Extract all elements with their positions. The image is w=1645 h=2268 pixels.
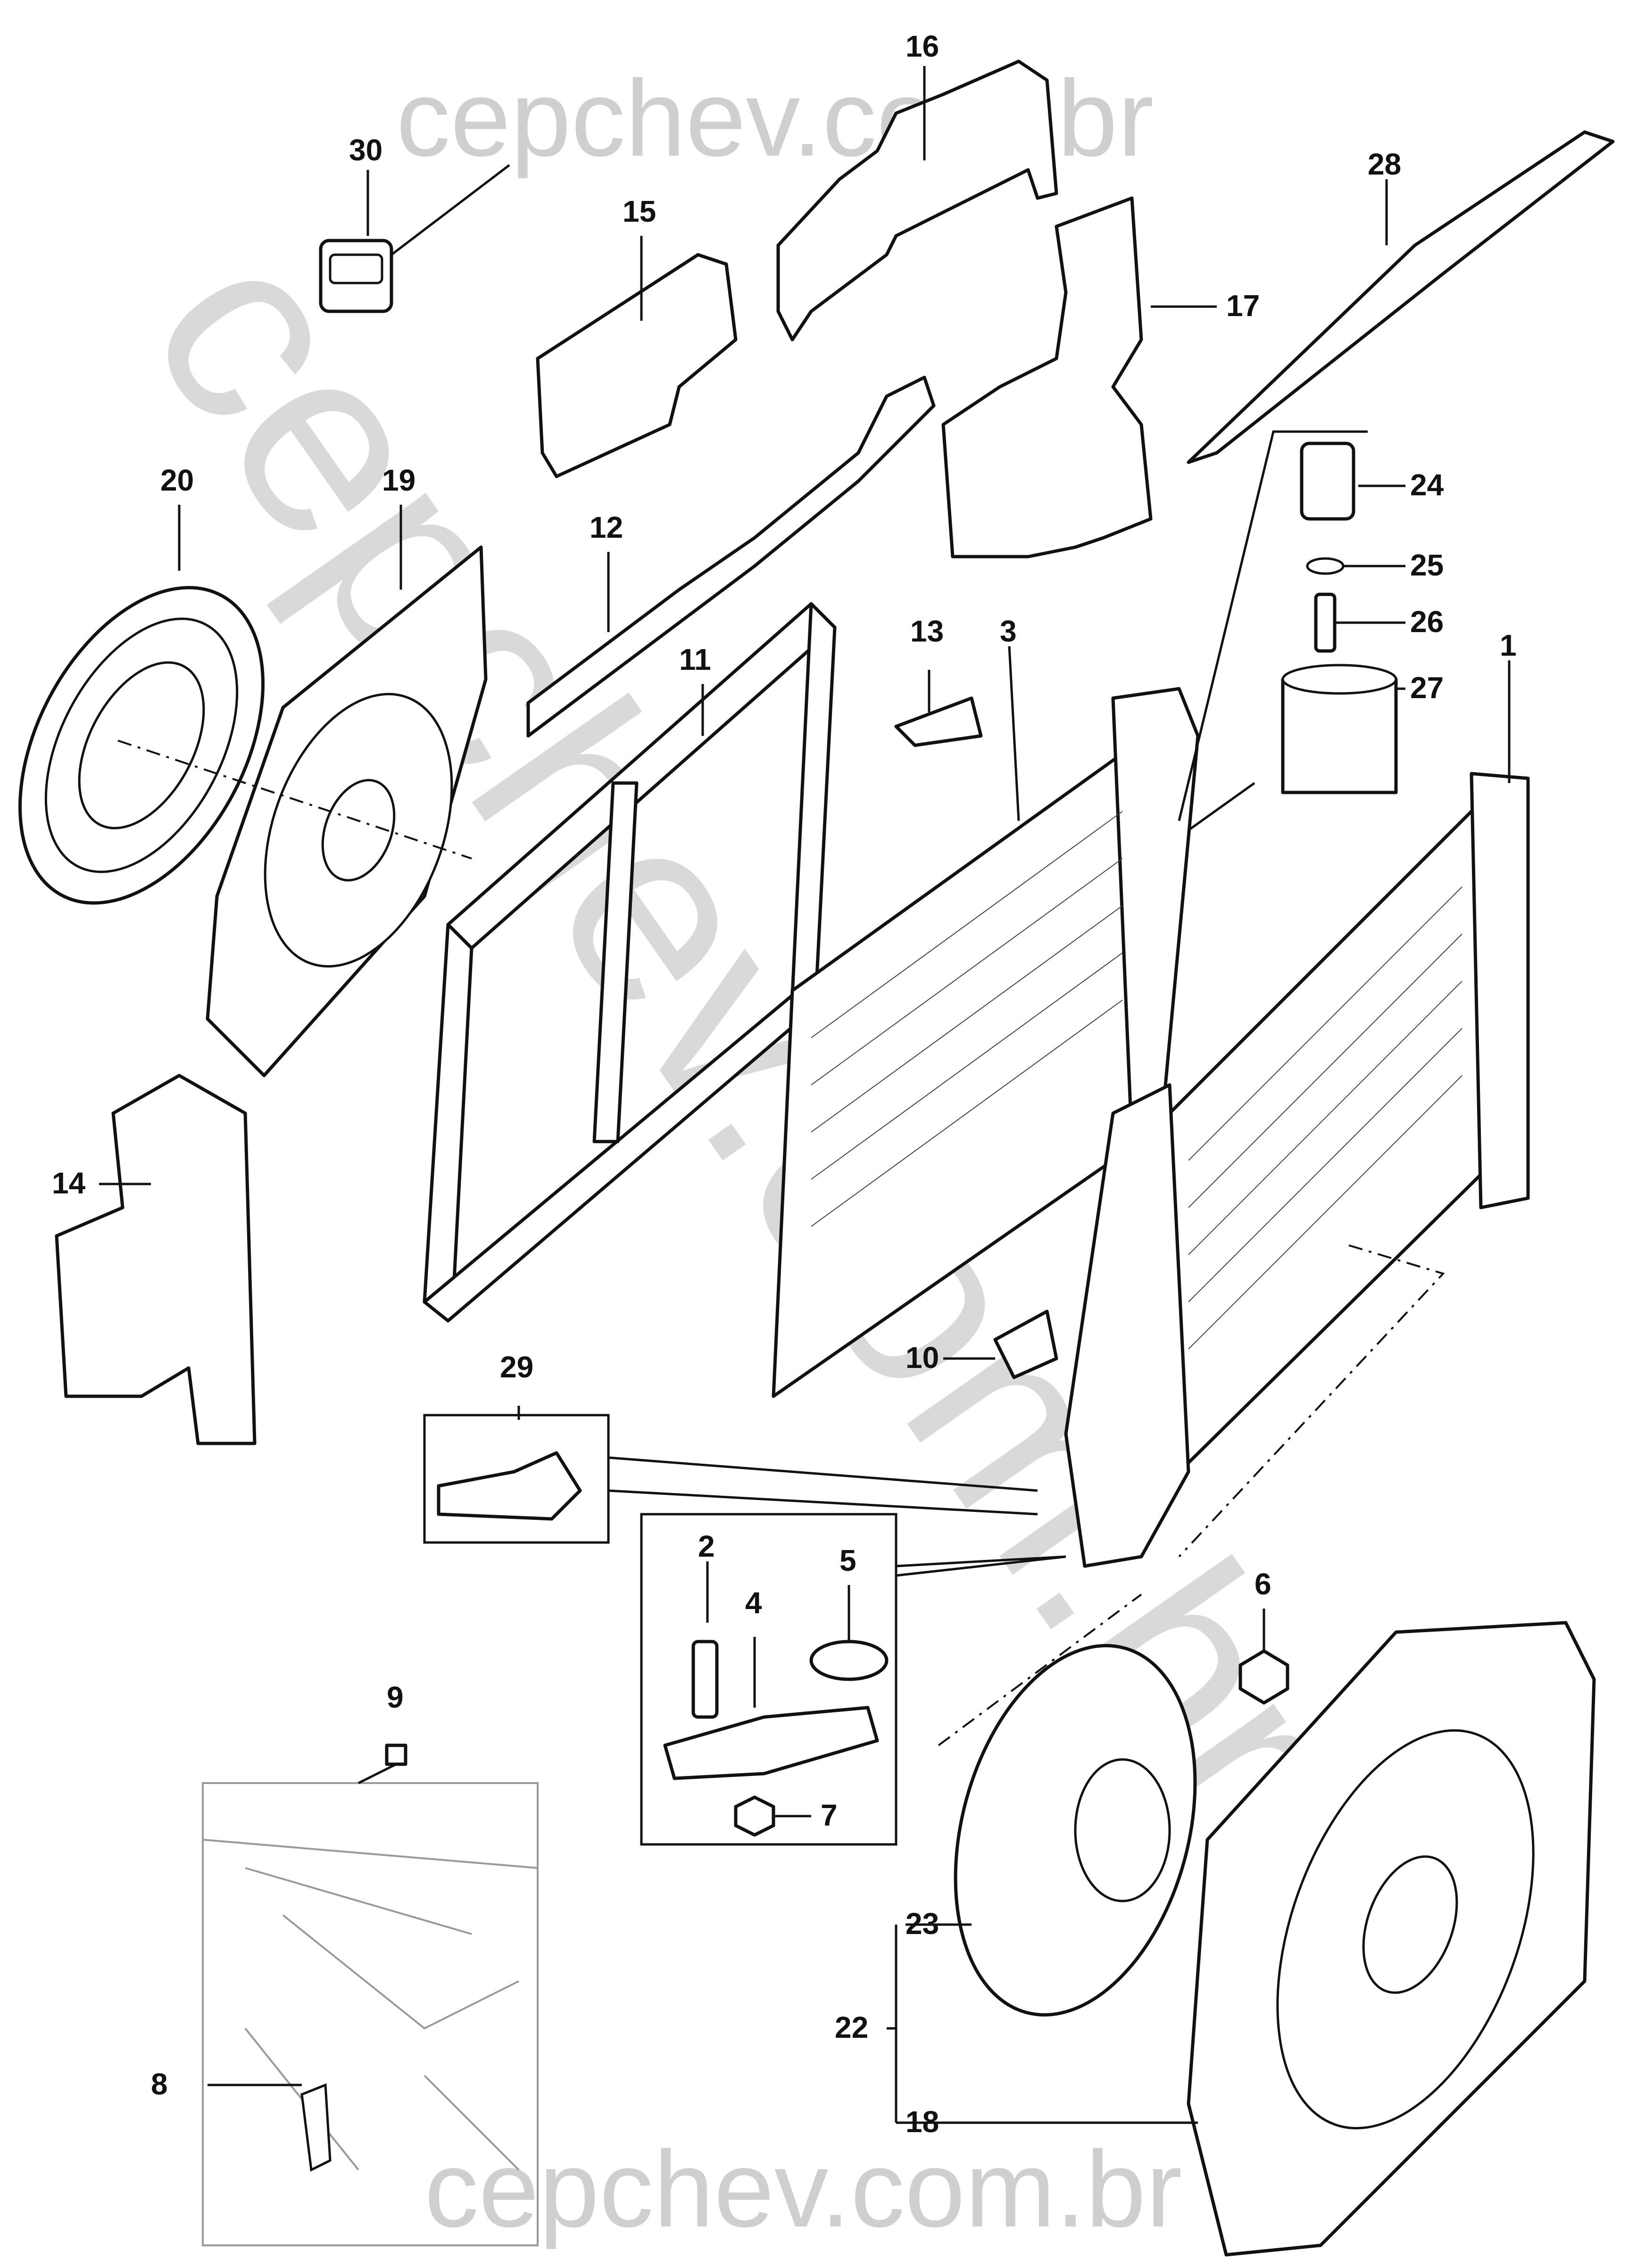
part-23-fan	[954, 1644, 1197, 2017]
parts-2-4-5-7-box	[640, 1513, 1066, 1846]
callout-17: 17	[1226, 289, 1260, 323]
callout-12: 12	[590, 510, 623, 544]
callout-11: 11	[679, 642, 711, 676]
leader-27-group	[1188, 782, 1255, 832]
callout-8: 8	[151, 2067, 168, 2101]
part-30-sensor	[319, 164, 510, 313]
inset-engine-bay	[202, 1743, 539, 2246]
callout-3: 3	[1000, 614, 1017, 648]
part-13-clip	[894, 696, 983, 747]
callout-10: 10	[906, 1341, 939, 1375]
callout-30: 30	[349, 133, 382, 167]
part-4-bracket	[663, 1706, 879, 1780]
part-27-dryer	[1281, 664, 1398, 794]
callout-1: 1	[1500, 628, 1517, 662]
watermark-bottom: cepchev.com.br	[424, 2128, 1182, 2250]
part-10-pad	[993, 1309, 1058, 1379]
callout-9: 9	[387, 1680, 404, 1714]
part-29-box	[423, 1414, 1038, 1544]
leader-9	[357, 1763, 397, 1784]
callout-26: 26	[1410, 605, 1444, 639]
axis-dash-19-20	[117, 740, 472, 859]
part-28-seal-strip	[1187, 130, 1615, 464]
callout-14: 14	[52, 1166, 86, 1200]
part-3-condenser	[772, 687, 1200, 1398]
callout-29: 29	[500, 1350, 533, 1384]
part-5-grommet	[809, 1640, 889, 1681]
callout-2: 2	[698, 1529, 715, 1563]
part-11-frame	[423, 602, 837, 1323]
callout-22: 22	[835, 2010, 868, 2044]
callout-16: 16	[906, 29, 939, 63]
callout-leaders	[99, 66, 1511, 2124]
part-8-bracket	[300, 2083, 332, 2172]
callout-28: 28	[1368, 147, 1401, 181]
axis-dash-fan	[938, 1593, 1142, 1746]
part-20-fan-grille	[18, 586, 265, 905]
callout-labels: 1 2 3 4 5 6 7 8 9 10 11 12 13 14 15 16 1…	[52, 29, 1517, 2139]
callout-4: 4	[745, 1586, 762, 1620]
part-19-fan-assembly	[206, 545, 488, 1077]
axis-dash-radiator	[1178, 1244, 1445, 1558]
part-12-bracket	[526, 375, 936, 738]
condenser-mesh	[811, 811, 1123, 1227]
part-18-shroud	[1187, 1621, 1596, 2257]
callout-27: 27	[1410, 671, 1444, 705]
leader-box	[896, 1555, 1066, 1577]
part-15-shield	[536, 253, 738, 478]
part-16-upper-shield	[776, 59, 1058, 342]
part-26-valve	[1314, 592, 1337, 653]
callout-6: 6	[1255, 1567, 1271, 1601]
callout-15: 15	[623, 194, 656, 228]
leader-29	[608, 1456, 1038, 1516]
leader-24-group	[1178, 430, 1368, 821]
part-7-nut	[734, 1795, 775, 1837]
part-17-side-shield	[941, 196, 1153, 559]
part-14-air-guide	[55, 1074, 257, 1445]
part-24-switch	[1300, 442, 1355, 521]
part-9-screw	[385, 1743, 407, 1766]
callout-25: 25	[1410, 548, 1444, 582]
part-2-bolt	[691, 1640, 719, 1719]
callout-5: 5	[839, 1543, 856, 1577]
callout-19: 19	[382, 463, 415, 497]
callout-23: 23	[906, 1907, 939, 1941]
callout-24: 24	[1410, 468, 1444, 502]
radiator-mesh	[1188, 886, 1462, 1350]
callout-20: 20	[160, 463, 194, 497]
callout-18: 18	[906, 2105, 939, 2139]
callout-7: 7	[821, 1798, 838, 1832]
part-25-oring	[1306, 557, 1345, 575]
callout-13: 13	[910, 614, 944, 648]
part-1-radiator	[1064, 772, 1530, 1568]
